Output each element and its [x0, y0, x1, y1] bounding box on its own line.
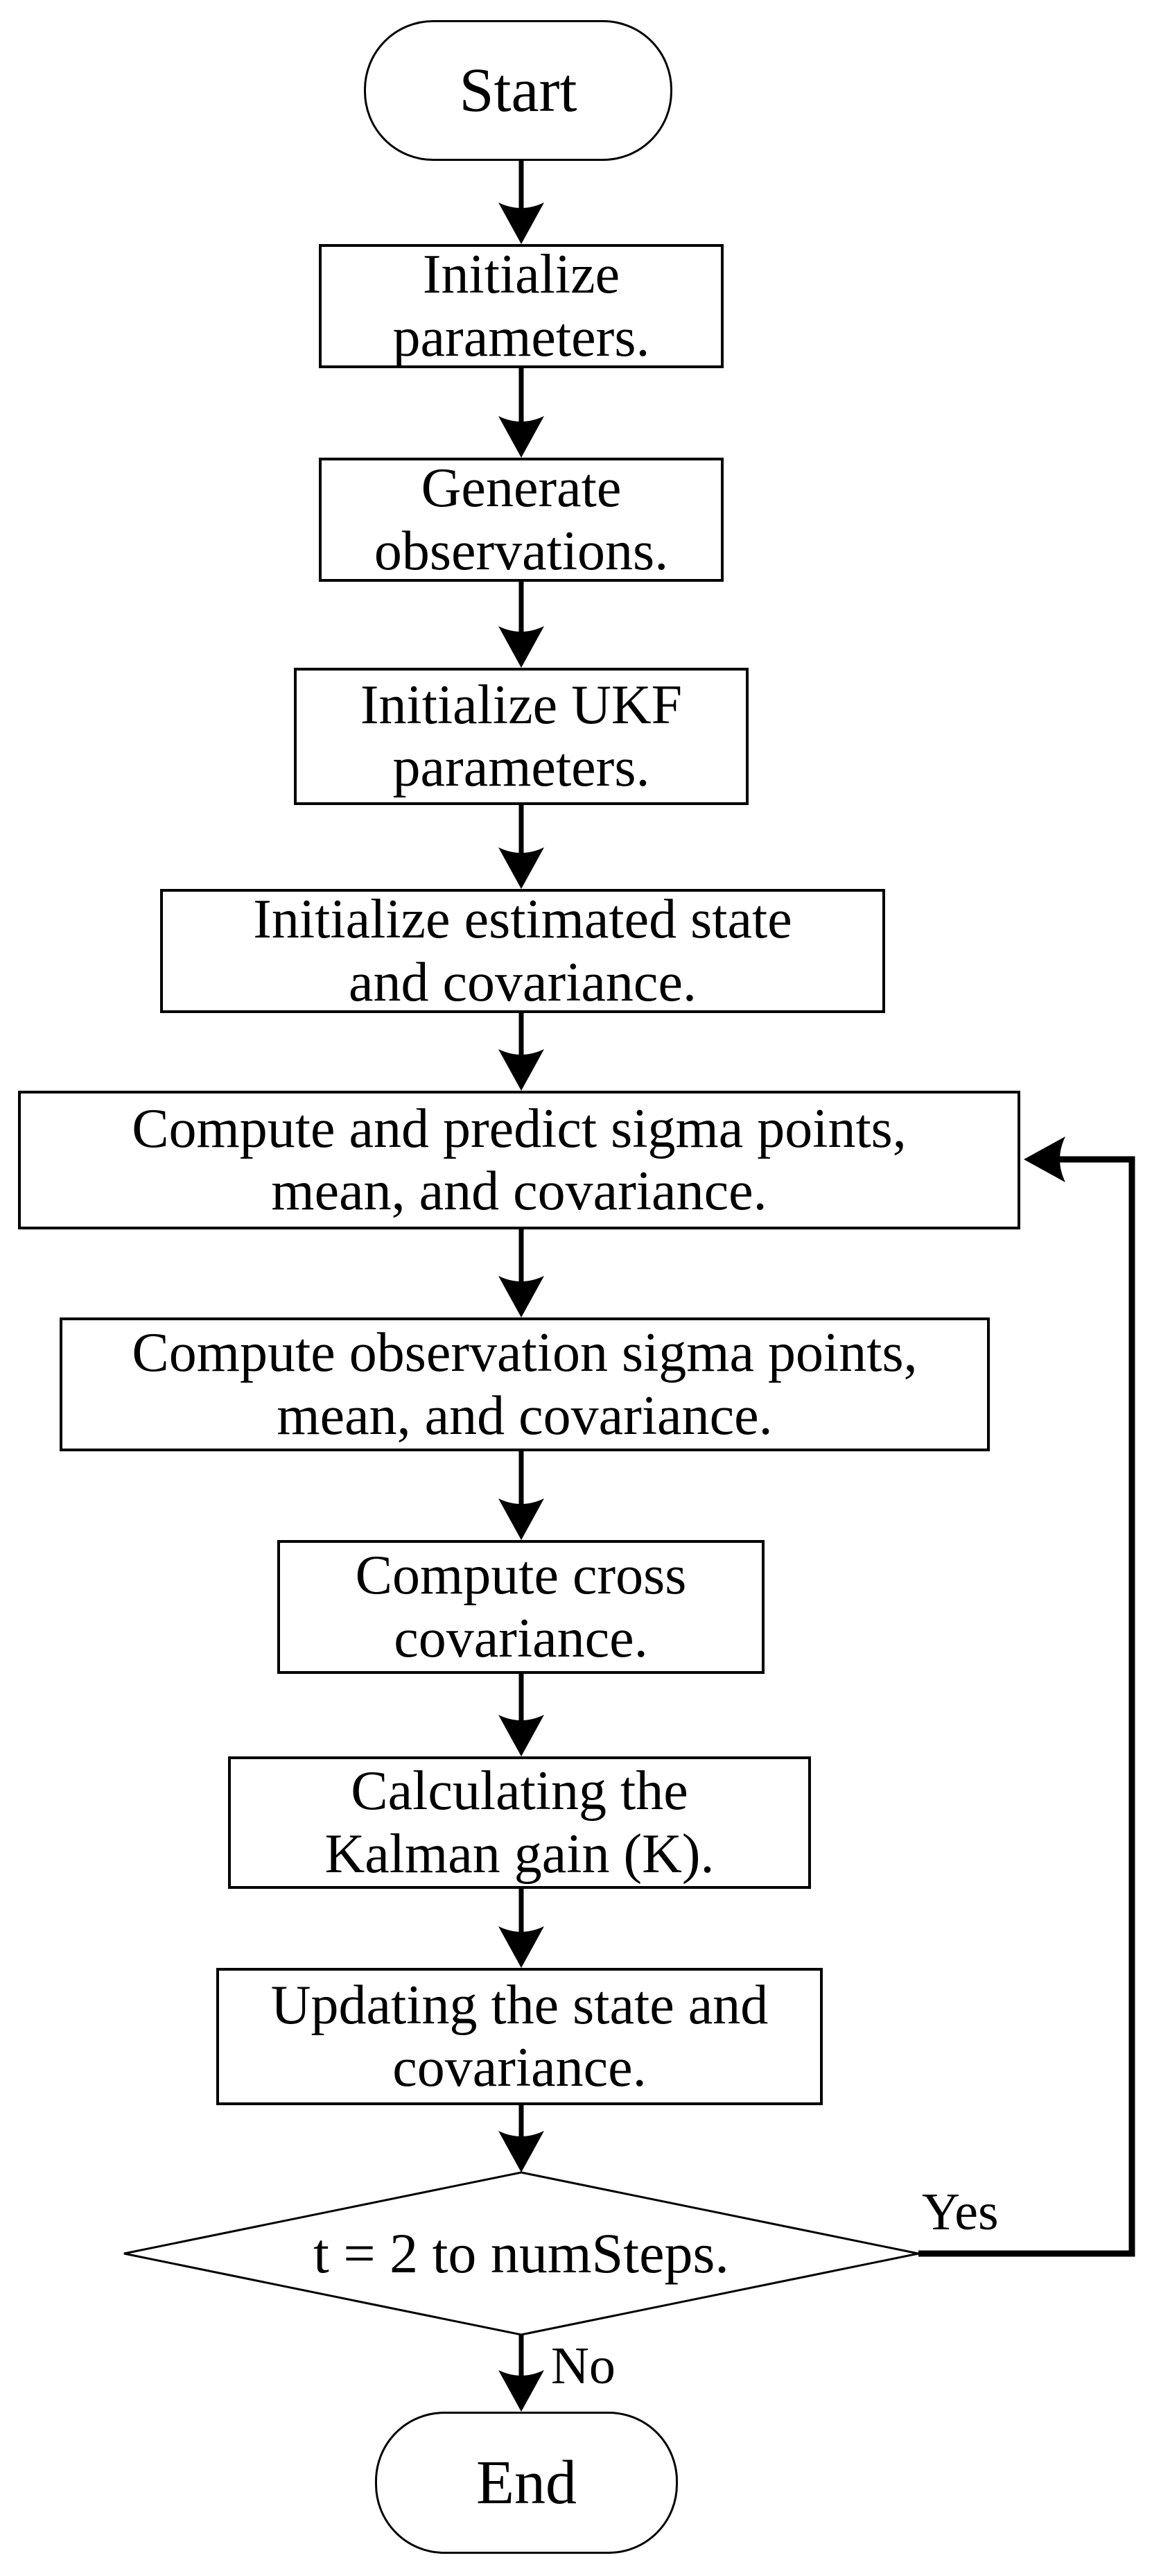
process-compute-cross-covariance: Compute cross covariance.	[277, 1540, 765, 1674]
initialize-ukf-parameters-label: Initialize UKF parameters.	[360, 674, 683, 798]
yes-label: Yes	[922, 2183, 999, 2241]
calculating-kalman-gain-label: Calculating the Kalman gain (K).	[324, 1761, 715, 1885]
generate-observations-label: Generate observations.	[374, 458, 669, 582]
process-predict-sigma-points: Compute and predict sigma points, mean, …	[18, 1091, 1020, 1229]
arrowhead-into-cross-cov	[498, 1498, 544, 1540]
process-observation-sigma-points: Compute observation sigma points, mean, …	[60, 1317, 990, 1451]
compute-cross-covariance-label: Compute cross covariance.	[355, 1545, 687, 1669]
decision-loop-condition: t = 2 to numSteps.	[175, 2205, 868, 2302]
initialize-estimated-state-label: Initialize estimated state and covarianc…	[253, 889, 792, 1013]
arrowhead-into-update-state	[498, 1926, 544, 1968]
arrowhead-into-end	[498, 2370, 544, 2412]
end-terminator: End	[375, 2412, 678, 2554]
end-label: End	[476, 2448, 577, 2517]
edge-label-yes: Yes	[922, 2186, 999, 2238]
process-initialize-ukf-parameters: Initialize UKF parameters.	[294, 668, 749, 805]
updating-state-covariance-label: Updating the state and covariance.	[270, 1974, 769, 2098]
process-generate-observations: Generate observations.	[319, 458, 724, 582]
process-initialize-parameters: Initialize parameters.	[319, 244, 724, 368]
observation-sigma-points-label: Compute observation sigma points, mean, …	[132, 1322, 918, 1446]
process-initialize-estimated-state: Initialize estimated state and covarianc…	[160, 889, 885, 1013]
arrowheads	[498, 202, 544, 2412]
arrowhead-into-obs-sigma	[498, 1276, 544, 1317]
arrowhead-into-gen-obs	[498, 416, 544, 458]
process-updating-state-covariance: Updating the state and covariance.	[216, 1968, 823, 2105]
edge-label-no: No	[551, 2340, 616, 2392]
arrowhead-feedback-into-predict-sigma	[1024, 1136, 1065, 1182]
arrowhead-into-predict-sigma	[498, 1049, 544, 1091]
start-label: Start	[459, 55, 577, 125]
predict-sigma-points-label: Compute and predict sigma points, mean, …	[132, 1098, 907, 1222]
feedback-loop-line	[918, 1156, 1135, 2257]
arrowhead-into-init-params	[498, 202, 544, 244]
arrowhead-into-init-ukf	[498, 626, 544, 668]
start-terminator: Start	[364, 20, 672, 161]
arrowhead-into-kalman-gain	[498, 1715, 544, 1756]
decision-loop-condition-label: t = 2 to numSteps.	[313, 2222, 729, 2285]
arrowhead-into-init-state	[498, 847, 544, 889]
arrowhead-into-decision	[498, 2131, 544, 2172]
initialize-parameters-label: Initialize parameters.	[392, 244, 650, 368]
no-label: No	[551, 2337, 616, 2395]
decision-diamond-shape	[123, 2171, 919, 2336]
process-calculating-kalman-gain: Calculating the Kalman gain (K).	[228, 1756, 811, 1889]
